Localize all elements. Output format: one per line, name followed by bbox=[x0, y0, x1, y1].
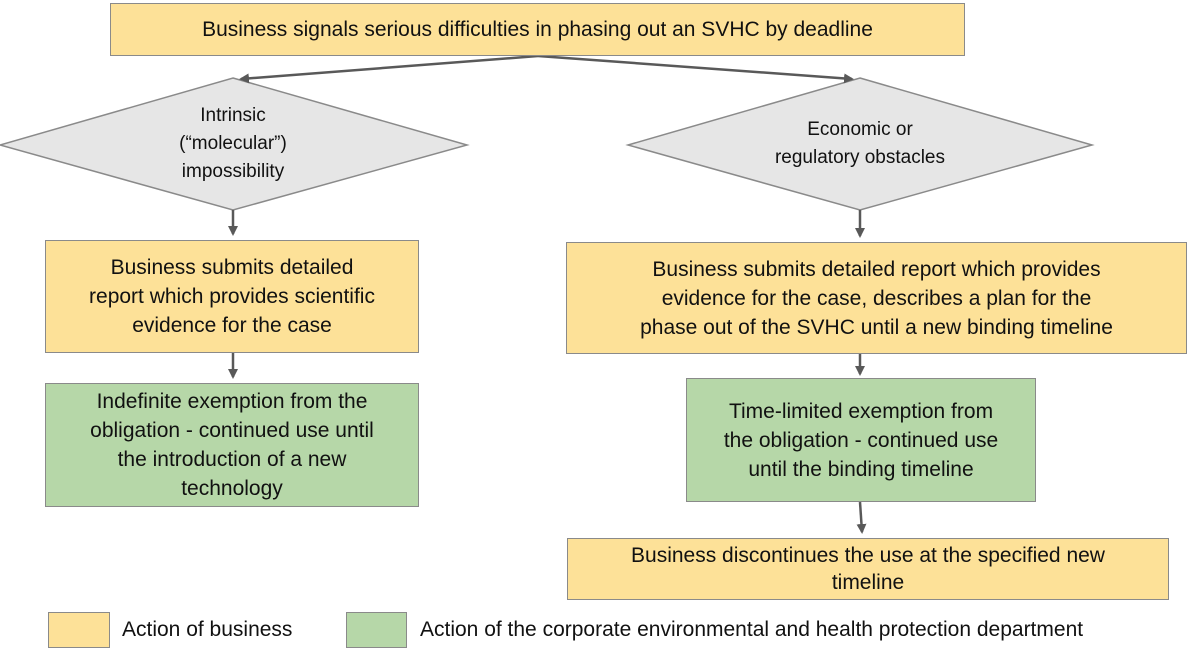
start-node-label: Business signals serious difficulties in… bbox=[202, 18, 873, 41]
decision-right-label: Economic or regulatory obstacles bbox=[740, 115, 980, 173]
decision-left-label: Intrinsic (“molecular”) impossibility bbox=[133, 101, 333, 187]
right-report-line: evidence for the case, describes a plan … bbox=[661, 286, 1092, 310]
left-exemption-line: technology bbox=[181, 477, 283, 500]
right-exemption-node: Time-limited exemption from the obligati… bbox=[686, 378, 1036, 502]
left-exemption-line: Indefinite exemption from the bbox=[96, 390, 368, 413]
legend-label-department: Action of the corporate environmental an… bbox=[420, 618, 1084, 641]
left-exemption-line: the introduction of a new bbox=[117, 448, 347, 471]
right-discontinue-node: Business discontinues the use at the spe… bbox=[567, 538, 1169, 600]
right-discontinue-line: Business discontinues the use at the spe… bbox=[631, 544, 1105, 567]
left-report-line: evidence for the case bbox=[132, 314, 332, 337]
right-discontinue-line: timeline bbox=[831, 571, 905, 594]
left-report-line: Business submits detailed bbox=[110, 256, 354, 279]
left-exemption-line: obligation - continued use until bbox=[90, 419, 374, 442]
decision-left-line: Intrinsic bbox=[200, 105, 266, 126]
arrow-top-to-right bbox=[537, 54, 854, 84]
left-exemption-node: Indefinite exemption from the obligation… bbox=[45, 383, 419, 507]
arrow-right-exemption-to-discontinue bbox=[856, 501, 867, 534]
decision-left-line: impossibility bbox=[181, 161, 285, 182]
start-node: Business signals serious difficulties in… bbox=[110, 3, 965, 56]
left-report-node: Business submits detailed report which p… bbox=[45, 240, 419, 353]
right-report-line: phase out of the SVHC until a new bindin… bbox=[640, 315, 1113, 339]
decision-right-line: Economic or bbox=[807, 119, 913, 140]
legend-label-business: Action of business bbox=[122, 618, 293, 641]
right-exemption-line: the obligation - continued use bbox=[723, 428, 999, 452]
decision-right-line: regulatory obstacles bbox=[774, 147, 946, 168]
decision-left-line: (“molecular”) bbox=[179, 133, 287, 154]
legend-swatch-business bbox=[48, 612, 110, 648]
left-report-line: report which provides scientific bbox=[89, 285, 375, 308]
arrow-top-to-left bbox=[239, 54, 539, 84]
right-report-line: Business submits detailed report which p… bbox=[652, 257, 1101, 281]
legend-swatch-department bbox=[346, 612, 407, 648]
right-exemption-line: until the binding timeline bbox=[748, 457, 974, 481]
right-exemption-line: Time-limited exemption from bbox=[728, 399, 994, 423]
right-report-node: Business submits detailed report which p… bbox=[566, 242, 1187, 354]
